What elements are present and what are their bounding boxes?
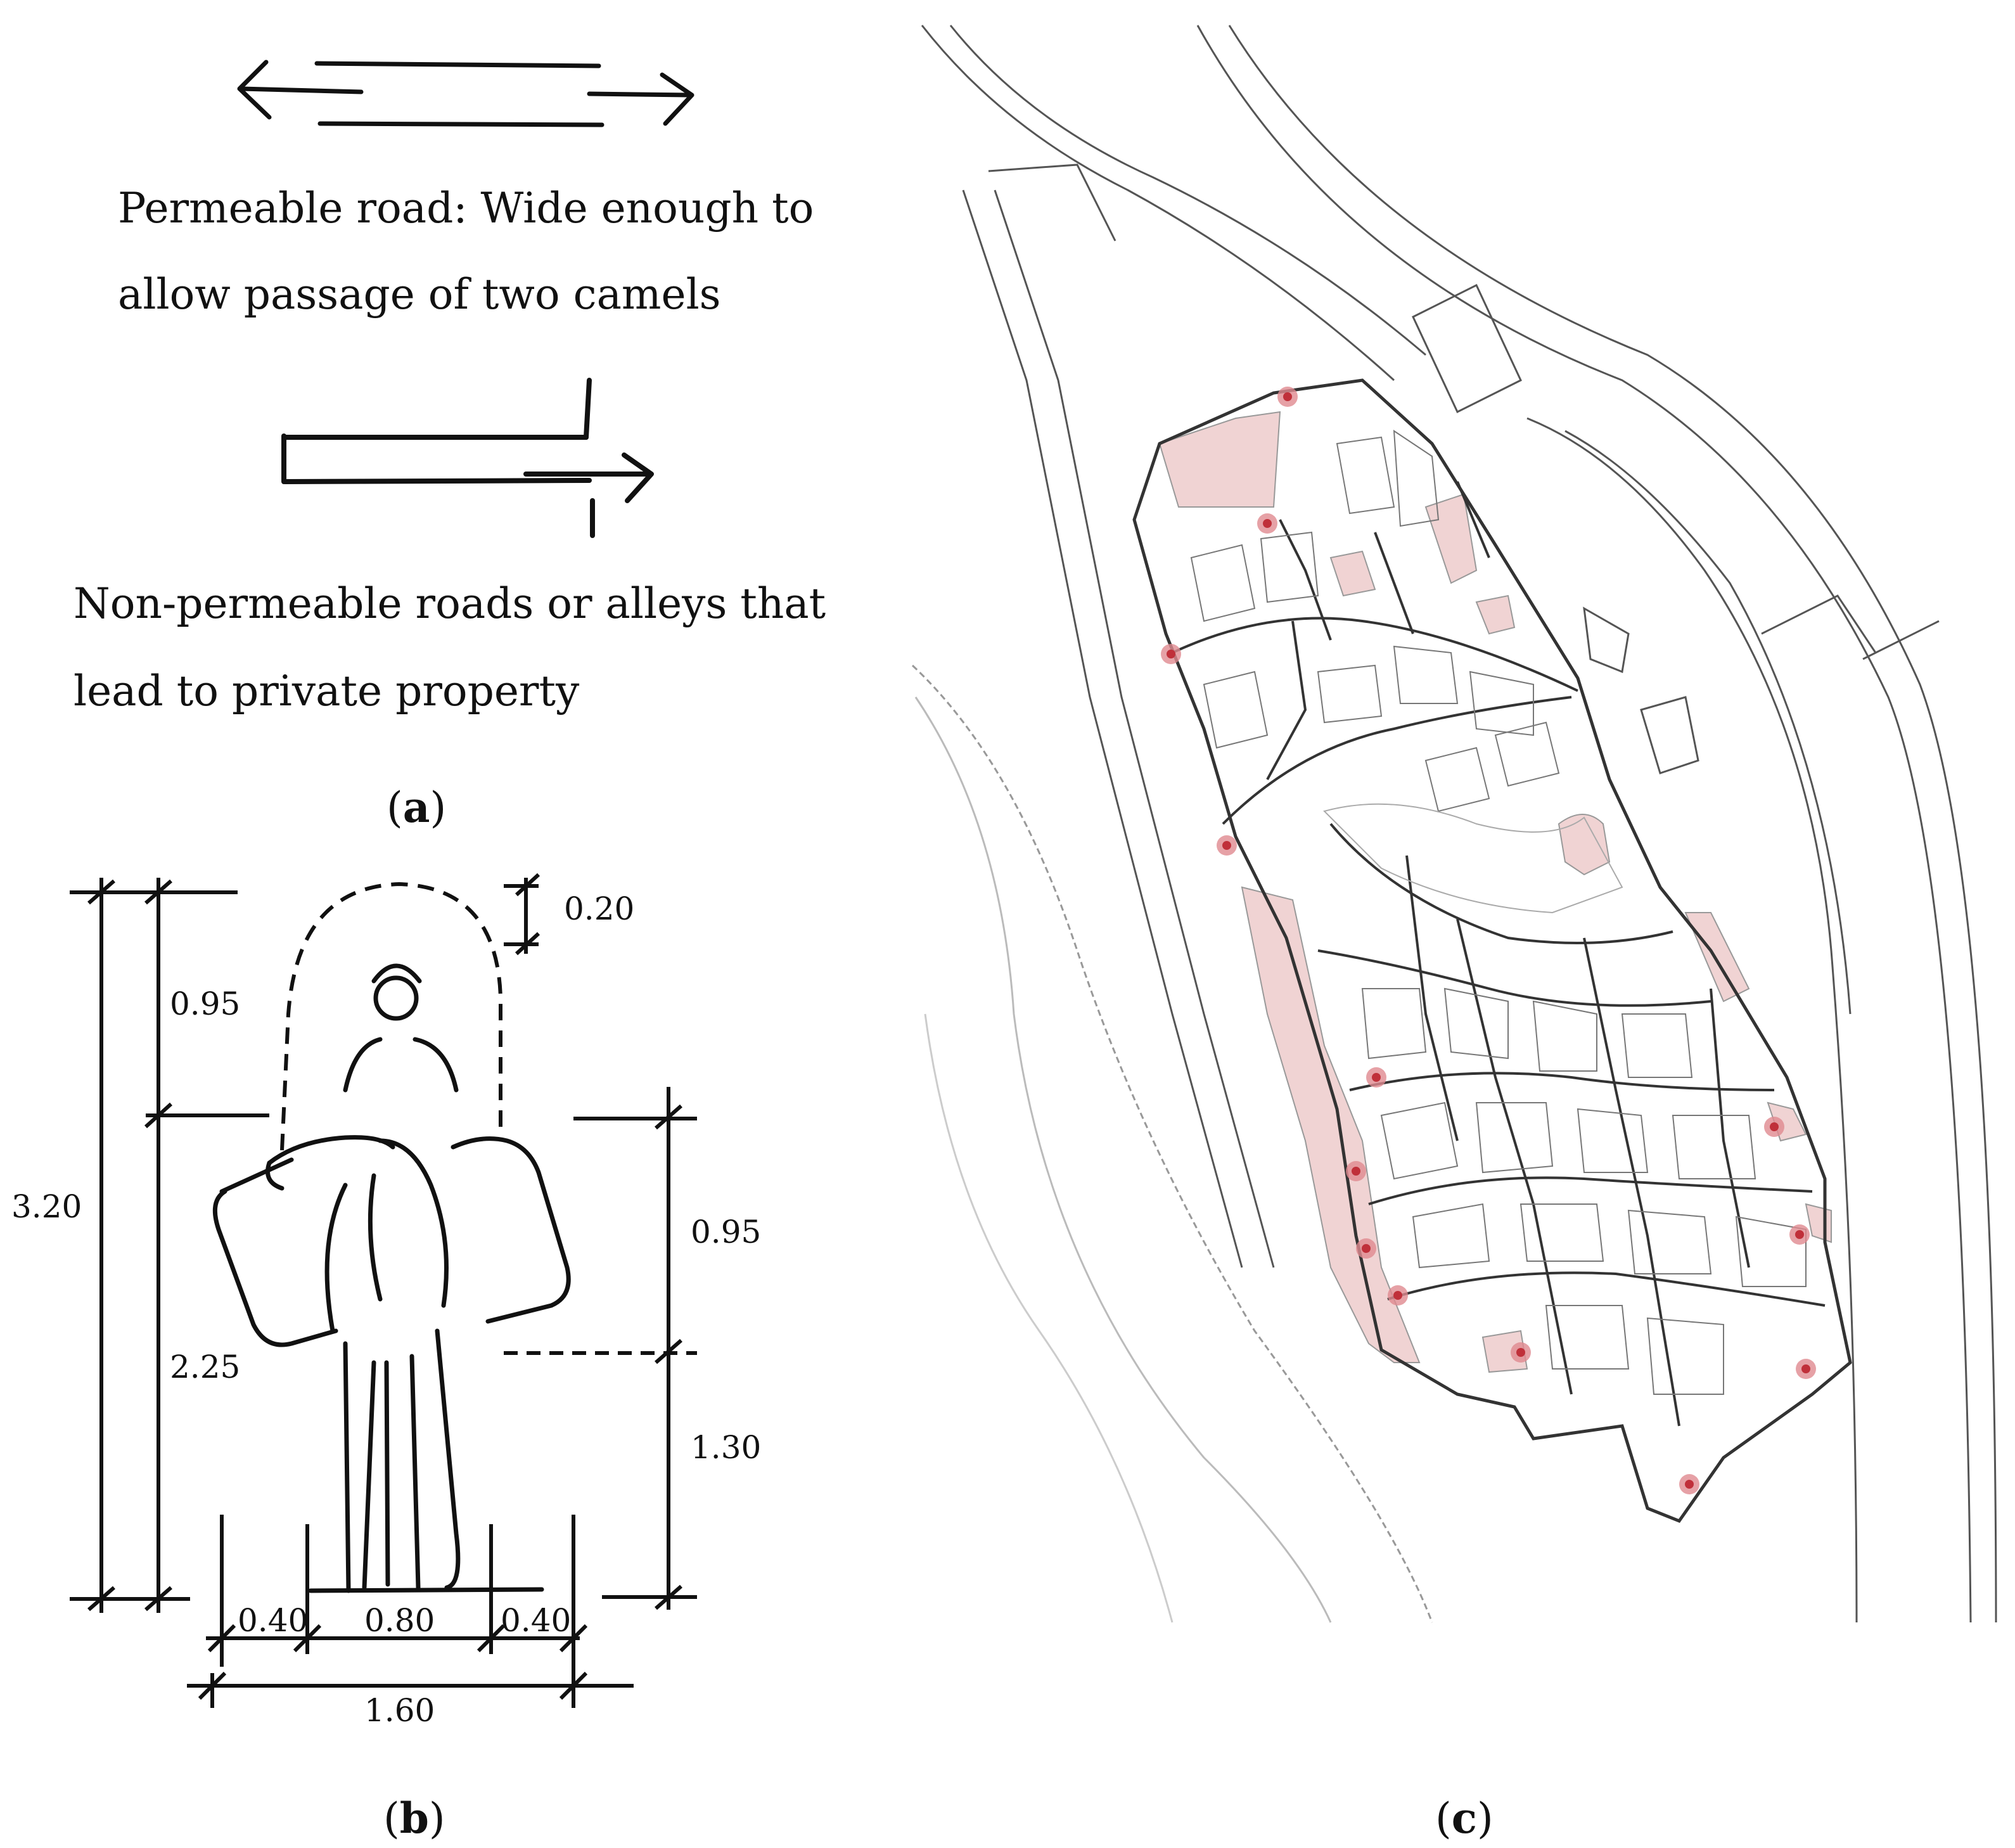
non-permeable-road-caption-line1: Non-permeable roads or alleys that	[74, 579, 826, 628]
dim-lower-height: 2.25	[170, 1349, 241, 1385]
entry-marker	[1388, 1285, 1408, 1306]
clearance-envelope	[280, 882, 502, 1151]
street-network	[1172, 481, 1826, 1427]
dim-load-height: 0.95	[691, 1214, 762, 1250]
permeable-road-icon	[237, 60, 694, 127]
entry-marker	[1356, 1238, 1376, 1259]
map-context-lines	[911, 25, 1997, 1623]
dim-rider-height: 0.95	[170, 985, 241, 1022]
entry-marker	[1277, 387, 1298, 407]
highlighted-zones	[1158, 411, 1832, 1373]
entry-marker	[1161, 644, 1181, 664]
parcel-blocks	[1190, 430, 1807, 1395]
entry-marker	[1511, 1342, 1531, 1363]
panel-b-letter: b	[399, 1793, 429, 1843]
town-boundary	[1132, 378, 1852, 1524]
entry-marker	[1679, 1474, 1699, 1494]
dim-side-right: 0.40	[501, 1602, 572, 1639]
panel-c-label: (c)	[1435, 1793, 1494, 1843]
entry-marker	[1346, 1161, 1366, 1181]
panel-b-label: (b)	[383, 1793, 445, 1843]
dim-total-height: 3.20	[11, 1188, 82, 1225]
entry-marker	[1217, 835, 1237, 856]
central-open-space	[1323, 803, 1623, 914]
dim-leg-height: 1.30	[691, 1429, 762, 1466]
permeable-road-caption-line2: allow passage of two camels	[118, 270, 721, 319]
dimension-lines	[70, 873, 697, 1708]
panel-c-letter: c	[1451, 1793, 1477, 1843]
dim-top-clearance: 0.20	[564, 890, 635, 927]
permeable-road-caption-line1: Permeable road: Wide enough to	[118, 184, 814, 233]
non-permeable-road-caption-line2: lead to private property	[74, 667, 580, 715]
non-permeable-road-icon	[281, 378, 654, 538]
panel-a-letter: a	[402, 783, 430, 832]
dim-side-left: 0.40	[238, 1602, 309, 1639]
entry-marker	[1366, 1067, 1386, 1088]
entry-marker	[1764, 1117, 1784, 1137]
entry-markers	[1161, 387, 1816, 1494]
entry-marker	[1796, 1359, 1816, 1379]
dim-total-width: 1.60	[364, 1692, 435, 1729]
entry-marker	[1789, 1224, 1810, 1245]
camel-rider-sketch	[212, 963, 571, 1593]
panel-a-label: (a)	[387, 783, 447, 832]
dim-center-width: 0.80	[364, 1602, 435, 1639]
entry-marker	[1257, 513, 1277, 534]
